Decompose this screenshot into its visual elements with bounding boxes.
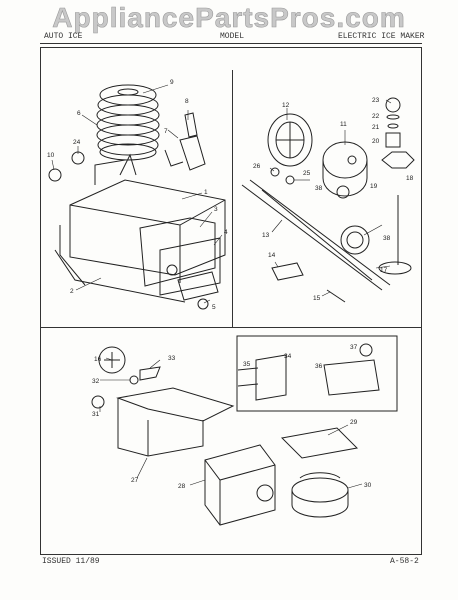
part-label-38: 38 — [315, 185, 323, 192]
part-label-14: 14 — [268, 252, 276, 259]
part-label-15: 15 — [313, 295, 321, 302]
watermark: AppliancePartsPros.com — [52, 2, 406, 34]
part-label-18: 18 — [406, 175, 414, 182]
mold-body-drawing — [54, 153, 226, 303]
leader-lines — [51, 84, 392, 489]
footer-issued: ISSUED 11/89 — [42, 557, 100, 566]
motor-gearbox-drawing — [204, 444, 276, 526]
mounting-plate-drawing — [116, 387, 235, 457]
part-label-16: 16 — [94, 356, 102, 363]
part-label-26: 26 — [253, 163, 261, 170]
part-label-2: 2 — [70, 288, 74, 295]
diagram-frame — [40, 47, 422, 555]
part-label-31: 31 — [92, 411, 100, 418]
bottom-inset-box — [236, 335, 398, 412]
horizontal-divider — [40, 327, 422, 328]
part-label-9: 9 — [170, 79, 174, 86]
part-label-21: 21 — [372, 124, 380, 131]
part-label-32: 32 — [92, 378, 100, 385]
part-label-34: 34 — [284, 353, 292, 360]
part-label-17: 17 — [380, 267, 388, 274]
part-label-30: 30 — [364, 482, 372, 489]
part-label-25: 25 — [303, 170, 311, 177]
part-label-23: 23 — [372, 97, 380, 104]
shaft-drawing — [241, 179, 412, 291]
part-label-35: 35 — [243, 361, 251, 368]
part-label-6: 6 — [77, 110, 81, 117]
part-label-33: 33 — [168, 355, 176, 362]
footer-page-code: A-58-2 — [390, 557, 419, 566]
motor-cup-drawing — [322, 141, 368, 197]
part-label-28: 28 — [178, 483, 186, 490]
part-label-8: 8 — [185, 98, 189, 105]
part-label-19: 19 — [370, 183, 378, 190]
part-label-3: 3 — [214, 206, 218, 213]
part-label-10: 10 — [47, 152, 55, 159]
part-number-labels: 9 8 6 7 24 10 1 3 4 2 5 12 23 22 11 21 2… — [47, 79, 414, 490]
small-parts-left — [48, 151, 209, 310]
part-label-38b: 38 — [383, 235, 391, 242]
part-label-29: 29 — [350, 419, 358, 426]
part-label-12: 12 — [282, 102, 290, 109]
part-label-36: 36 — [315, 363, 323, 370]
part-label-4: 4 — [224, 229, 228, 236]
part-label-22: 22 — [372, 113, 380, 120]
part-label-20: 20 — [372, 138, 380, 145]
small-parts-right — [270, 97, 415, 303]
part-label-11: 11 — [340, 121, 347, 128]
header-right: ELECTRIC ICE MAKER — [338, 32, 425, 41]
thermostat-drawing — [91, 346, 161, 409]
part-label-27: 27 — [131, 477, 139, 484]
pulley-stack-drawing — [96, 84, 160, 161]
vertical-divider — [232, 70, 233, 328]
part-label-24: 24 — [73, 139, 81, 146]
gear-wheel-drawing — [267, 113, 313, 167]
part-label-5: 5 — [212, 304, 216, 311]
part-label-1: 1 — [204, 189, 208, 196]
header-rule — [40, 43, 422, 44]
header-middle: MODEL — [220, 32, 245, 41]
header-left: AUTO ICE — [44, 32, 83, 41]
ejector-blade-drawing — [164, 112, 206, 171]
part-label-37: 37 — [350, 344, 358, 351]
part-label-7: 7 — [164, 128, 168, 135]
part-label-13: 13 — [262, 232, 270, 239]
motor-cover-drawing — [280, 427, 359, 518]
